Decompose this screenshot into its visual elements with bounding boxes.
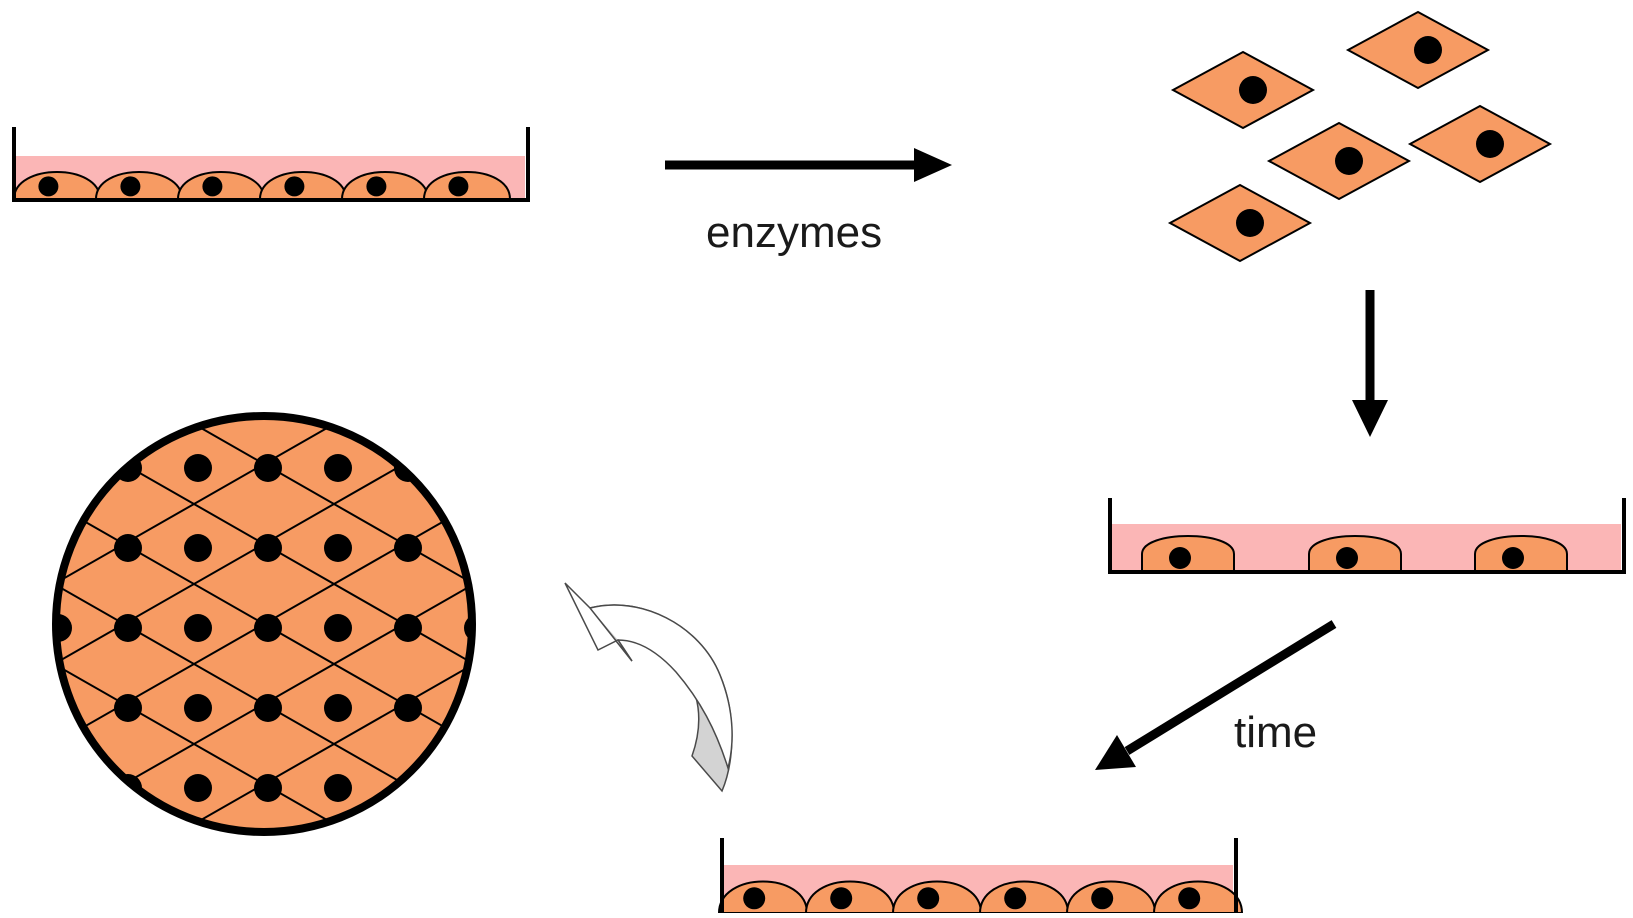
- nucleus: [1178, 887, 1200, 909]
- nucleus: [448, 176, 468, 196]
- nucleus: [254, 454, 282, 482]
- nucleus: [1004, 887, 1026, 909]
- nucleus: [254, 774, 282, 802]
- nucleus: [830, 887, 852, 909]
- nucleus: [917, 887, 939, 909]
- nucleus: [254, 534, 282, 562]
- cell-boundary: [424, 395, 1224, 852]
- cell-boundary: [704, 395, 1504, 852]
- cell-boundary: [984, 395, 1633, 852]
- nucleus: [114, 614, 142, 642]
- nucleus: [254, 694, 282, 722]
- nucleus: [38, 176, 58, 196]
- nucleus: [394, 614, 422, 642]
- curved-return-arrow: [565, 583, 732, 791]
- cell-boundary: [424, 395, 1224, 852]
- nucleus: [1336, 547, 1358, 569]
- nucleus: [1169, 547, 1191, 569]
- nucleus: [254, 614, 282, 642]
- nucleus: [114, 534, 142, 562]
- nucleus: [324, 454, 352, 482]
- nucleus: [366, 176, 386, 196]
- nucleus: [202, 176, 222, 196]
- nucleus: [1502, 547, 1524, 569]
- nucleus: [184, 614, 212, 642]
- cell-boundary: [564, 395, 1364, 852]
- nucleus: [324, 774, 352, 802]
- dish-confluent: [14, 127, 528, 200]
- detached-cells: [1170, 12, 1550, 261]
- nucleus: [1335, 147, 1363, 175]
- dish-sparse: [1110, 498, 1624, 572]
- cell-boundary: [844, 395, 1633, 852]
- arrow-enzymes: [665, 148, 952, 182]
- time-label: time: [1234, 708, 1317, 758]
- nucleus: [120, 176, 140, 196]
- nucleus: [1414, 36, 1442, 64]
- nucleus: [394, 534, 422, 562]
- cell-boundary: [564, 395, 1364, 852]
- nucleus: [1236, 209, 1264, 237]
- dish-regrown: [719, 838, 1242, 913]
- cell-boundary: [844, 395, 1633, 852]
- nucleus: [114, 694, 142, 722]
- nucleus: [1239, 76, 1267, 104]
- sparse-cells: [1142, 536, 1567, 572]
- nucleus: [284, 176, 304, 196]
- nucleus: [324, 534, 352, 562]
- enzymes-label: enzymes: [706, 208, 882, 258]
- nucleus: [1091, 887, 1113, 909]
- cell-boundary: [984, 395, 1633, 852]
- nucleus: [184, 454, 212, 482]
- nucleus: [743, 887, 765, 909]
- nucleus: [324, 614, 352, 642]
- arrow-down: [1352, 290, 1388, 437]
- magnified-view: [0, 395, 1633, 852]
- nucleus: [184, 534, 212, 562]
- nucleus: [184, 774, 212, 802]
- nucleus: [1476, 130, 1504, 158]
- cell-boundary: [704, 395, 1504, 852]
- nucleus: [184, 694, 212, 722]
- nucleus: [324, 694, 352, 722]
- nucleus: [394, 694, 422, 722]
